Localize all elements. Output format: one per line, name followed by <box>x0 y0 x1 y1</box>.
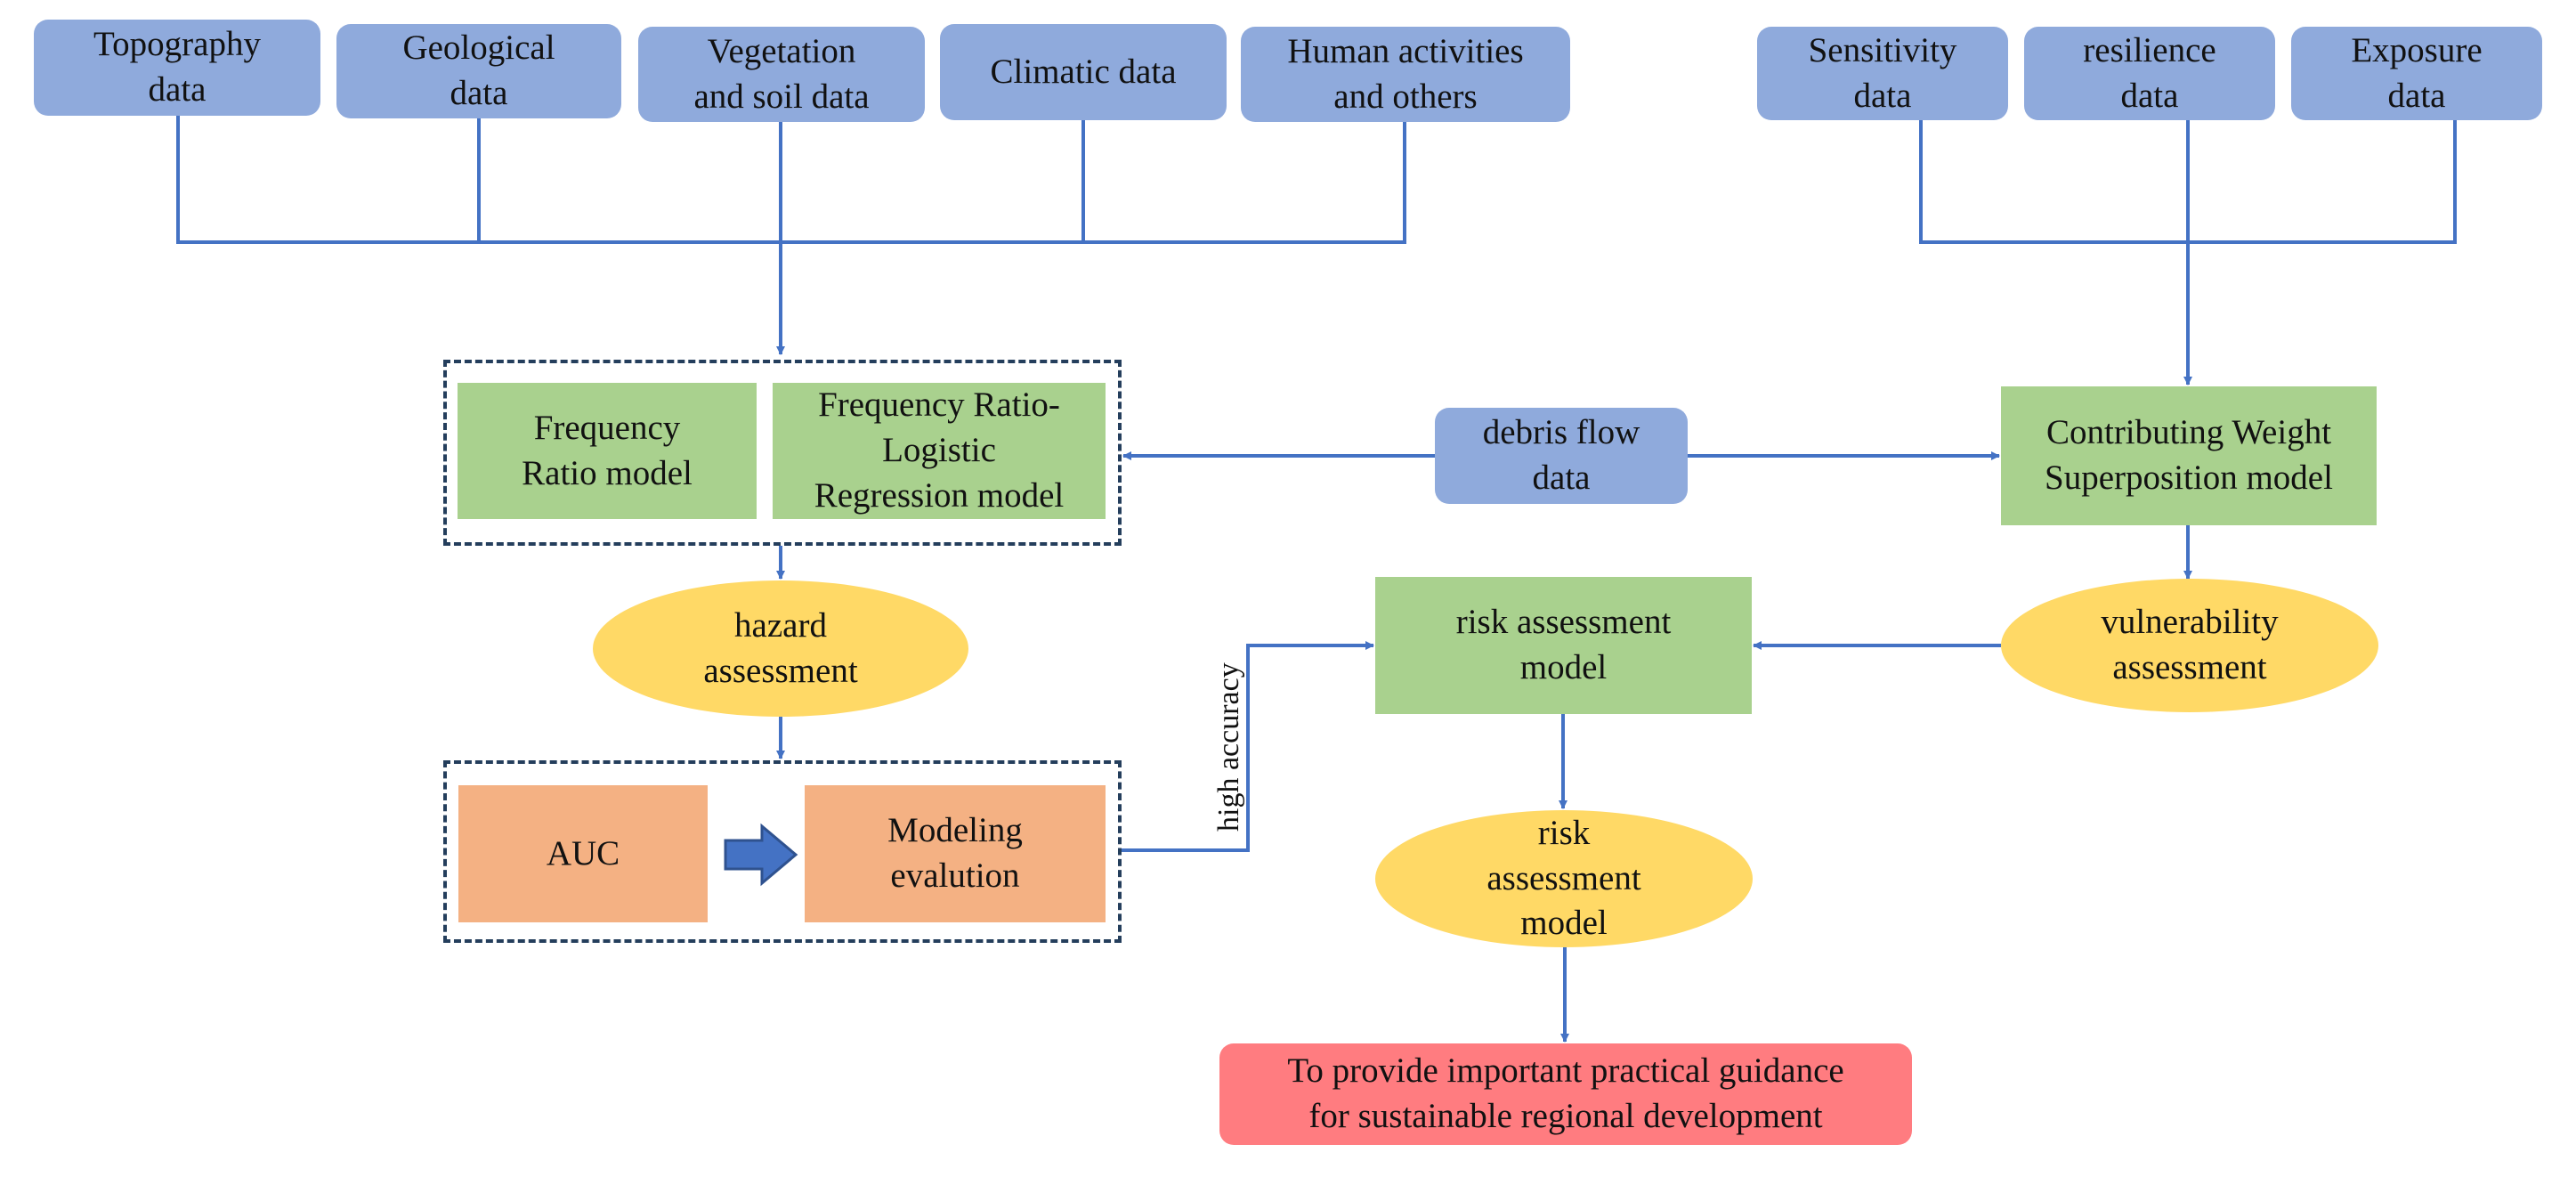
geological-data-label: Geological data <box>402 28 555 112</box>
frequency-ratio-model-label: Frequency Ratio model <box>522 408 693 492</box>
climatic-data-node: Climatic data <box>940 24 1227 120</box>
resilience-data-node: resilience data <box>2024 27 2275 120</box>
human-activities-data-label: Human activities and others <box>1287 31 1524 116</box>
risk-assessment-result-label: risk assessment model <box>1486 813 1641 943</box>
human-activities-data-node: Human activities and others <box>1241 27 1570 122</box>
sensitivity-data-label: Sensitivity data <box>1808 30 1957 115</box>
hazard-assessment-node: hazard assessment <box>593 580 968 717</box>
high-accuracy-label: high accuracy <box>1212 662 1245 832</box>
cws-model-label: Contributing Weight Superposition model <box>2045 413 2333 497</box>
outcome-label: To provide important practical guidance … <box>1287 1051 1844 1135</box>
cws-model-node: Contributing Weight Superposition model <box>2001 386 2377 525</box>
vegetation-soil-data-label: Vegetation and soil data <box>693 31 870 116</box>
hazard-assessment-label: hazard assessment <box>703 605 858 690</box>
outcome-node: To provide important practical guidance … <box>1219 1043 1912 1145</box>
auc-to-modeling-arrow <box>724 823 798 887</box>
topography-data-label: Topography data <box>93 25 261 109</box>
debris-flow-data-node: debris flow data <box>1435 408 1688 504</box>
vegetation-soil-data-node: Vegetation and soil data <box>638 27 925 122</box>
arrow-evaluation-to-risk <box>1122 641 1374 852</box>
modeling-evaluation-label: Modeling evalution <box>887 811 1023 895</box>
vulnerability-assessment-node: vulnerability assessment <box>2001 579 2378 712</box>
vulnerability-assessment-label: vulnerability assessment <box>2101 603 2279 686</box>
fr-logistic-regression-model-node: Frequency Ratio- Logistic Regression mod… <box>773 383 1106 519</box>
auc-node: AUC <box>458 785 708 922</box>
exposure-data-label: Exposure data <box>2351 30 2483 115</box>
evaluation-group <box>443 760 1122 943</box>
sensitivity-data-node: Sensitivity data <box>1757 27 2008 120</box>
auc-label: AUC <box>546 833 620 873</box>
topography-data-node: Topography data <box>34 20 320 116</box>
resilience-data-label: resilience data <box>2083 30 2216 115</box>
hazard-model-group <box>443 360 1122 546</box>
debris-flow-data-label: debris flow data <box>1482 413 1640 497</box>
fr-logistic-regression-model-label: Frequency Ratio- Logistic Regression mod… <box>814 386 1065 515</box>
risk-assessment-model-label: risk assessment model <box>1455 603 1672 686</box>
geological-data-node: Geological data <box>336 24 621 118</box>
exposure-data-node: Exposure data <box>2291 27 2542 120</box>
modeling-evaluation-node: Modeling evalution <box>805 785 1106 922</box>
risk-assessment-result-node: risk assessment model <box>1375 810 1753 947</box>
risk-assessment-model-node: risk assessment model <box>1375 577 1752 714</box>
frequency-ratio-model-node: Frequency Ratio model <box>458 383 757 519</box>
climatic-data-label: Climatic data <box>990 52 1177 91</box>
